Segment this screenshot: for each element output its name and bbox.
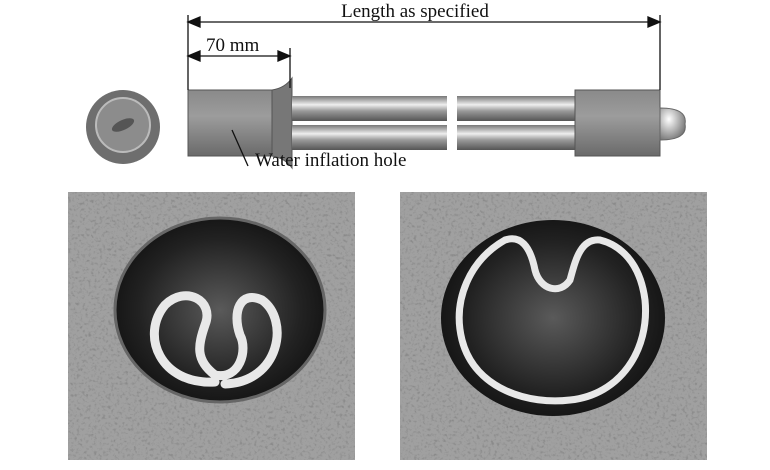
end-length-label: 70 mm xyxy=(206,35,260,56)
photo-inflated-bolt xyxy=(400,192,707,460)
bolt-side-view xyxy=(187,76,686,170)
dimension-lines xyxy=(186,15,662,167)
photo-folded-bolt xyxy=(68,192,355,460)
length-label: Length as specified xyxy=(341,1,489,22)
bolt-end-view xyxy=(86,90,160,164)
water-inflation-hole-label: Water inflation hole xyxy=(255,150,406,171)
